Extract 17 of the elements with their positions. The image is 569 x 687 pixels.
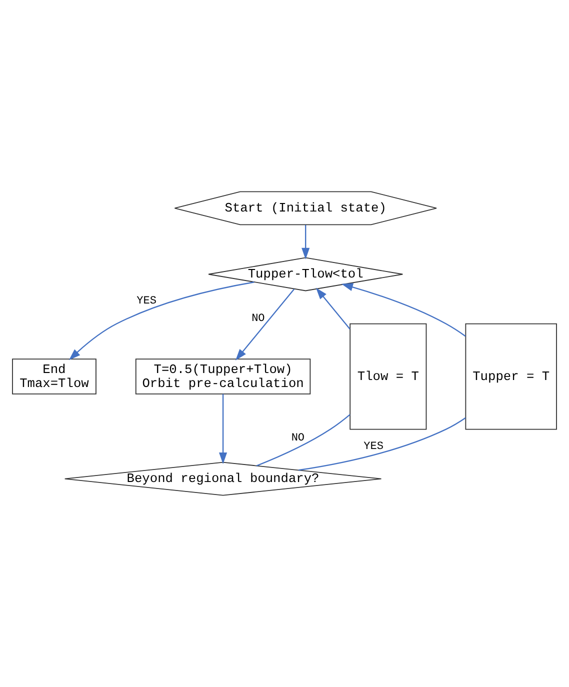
node-box: Tupper = T: [465, 323, 557, 430]
edge-label: YES: [136, 295, 156, 308]
arrow: [68, 282, 254, 360]
connector: [298, 417, 466, 471]
node-box: T=0.5(Tupper+Tlow) Orbit pre-calculation: [135, 358, 311, 394]
edge-label: NO: [291, 432, 305, 445]
arrow: [235, 288, 295, 360]
arrow: [316, 288, 350, 330]
arrow: [218, 394, 228, 464]
arrow: [341, 283, 466, 337]
edge-label: YES: [364, 440, 384, 453]
connector: [256, 414, 350, 466]
arrow: [302, 224, 310, 260]
node-box: Tlow = T: [350, 323, 427, 430]
node-diamond: Beyond regional boundary?: [64, 462, 382, 496]
edge-label: NO: [252, 312, 265, 325]
node-box: End Tmax=Tlow: [12, 358, 96, 394]
